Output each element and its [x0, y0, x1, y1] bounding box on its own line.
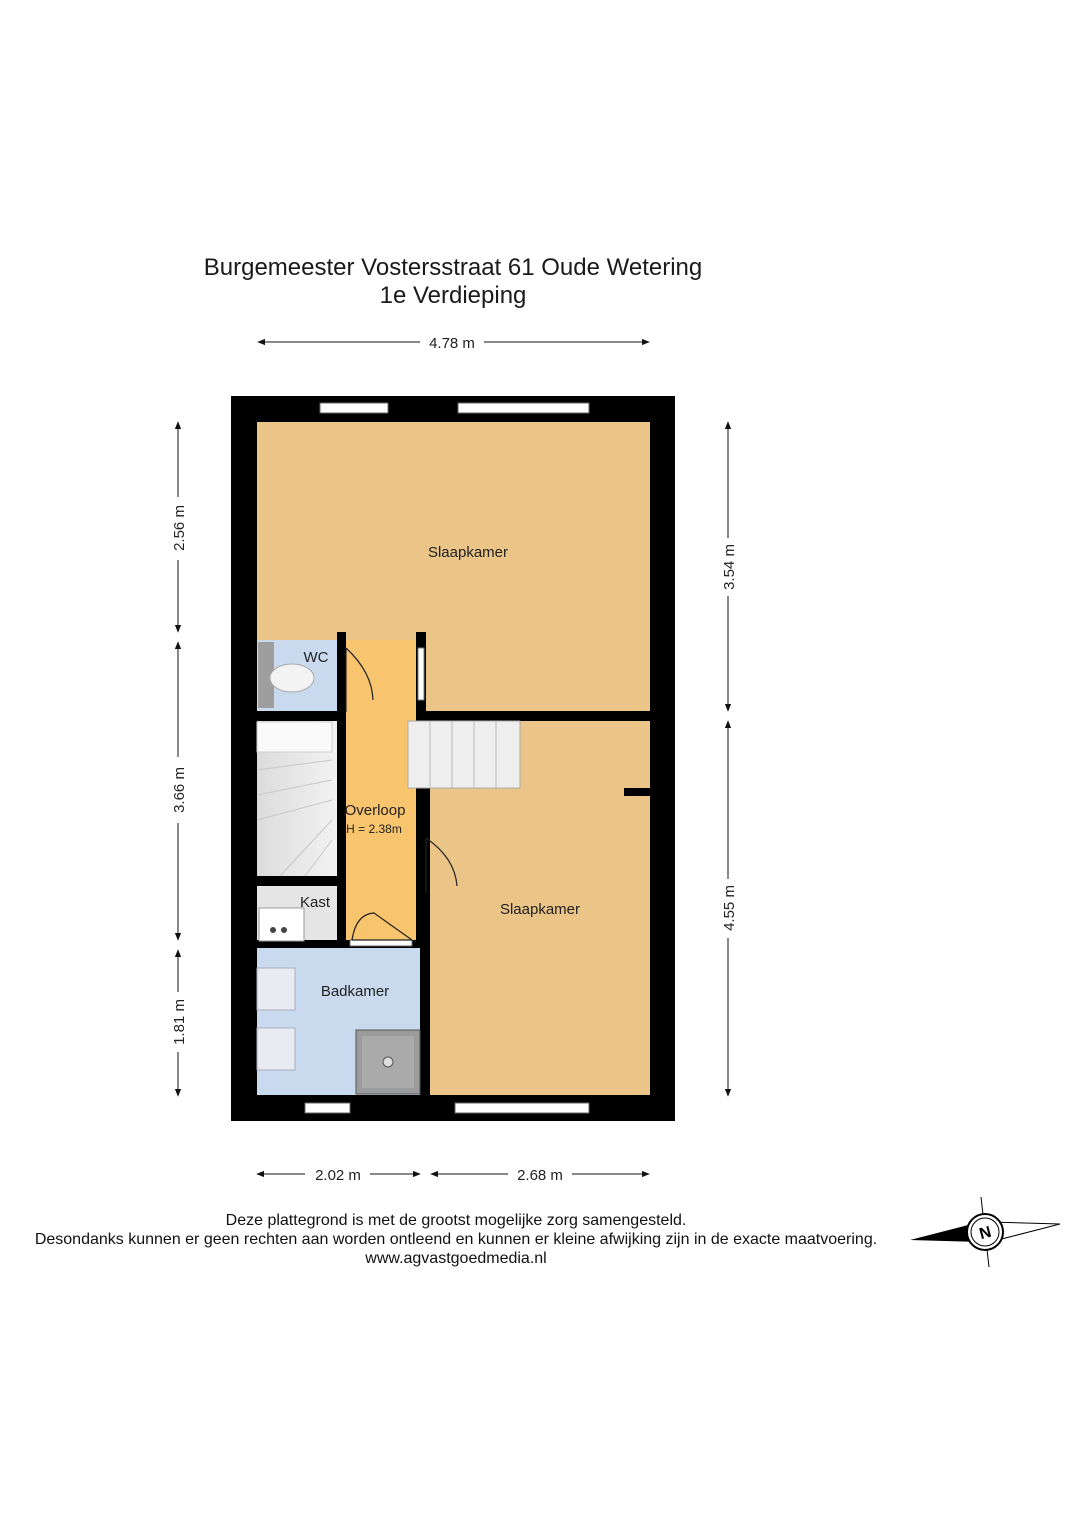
dim-right-bottom: 4.55 m: [721, 885, 738, 931]
label-badkamer: Badkamer: [321, 983, 389, 1000]
dim-left-bottom: 1.81 m: [171, 999, 188, 1045]
label-overloop-height: H = 2.38m: [346, 822, 402, 836]
dim-left-middle: 3.66 m: [171, 767, 188, 813]
window-top-1: [319, 402, 389, 414]
toilet-fixture: [258, 642, 315, 708]
window-bottom-2: [454, 1102, 590, 1114]
window-top-2: [457, 402, 590, 414]
dim-top-width: 4.78 m: [429, 335, 475, 352]
stairs-right: [407, 720, 521, 789]
shower-fixture: [355, 1029, 421, 1095]
dim-left-top: 2.56 m: [171, 505, 188, 551]
window-bottom-1: [304, 1102, 351, 1114]
dim-right-top: 3.54 m: [721, 544, 738, 590]
washer-fixture: [258, 907, 305, 942]
label-slaapkamer-bottom: Slaapkamer: [500, 901, 580, 918]
dim-bottom-left: 2.02 m: [315, 1167, 361, 1184]
plan-address-title: Burgemeester Vostersstraat 61 Oude Weter…: [203, 254, 703, 281]
footer-line-1: Deze plattegrond is met de grootst mogel…: [225, 1212, 687, 1229]
footer-url: www.agvastgoedmedia.nl: [365, 1250, 547, 1267]
label-slaapkamer-top: Slaapkamer: [428, 544, 508, 561]
room-overloop: [346, 640, 416, 940]
dim-bottom-right: 2.68 m: [517, 1167, 563, 1184]
footer-line-2: Desondanks kunnen er geen rechten aan wo…: [34, 1231, 878, 1248]
sink-fixtures: [256, 967, 296, 1071]
plan-floor-title: 1e Verdieping: [379, 282, 527, 309]
compass-icon: N: [910, 1196, 1061, 1268]
label-overloop: Overloop: [345, 802, 406, 819]
label-wc: WC: [304, 649, 329, 666]
label-kast: Kast: [300, 894, 331, 911]
compass-letter: N: [978, 1224, 994, 1243]
